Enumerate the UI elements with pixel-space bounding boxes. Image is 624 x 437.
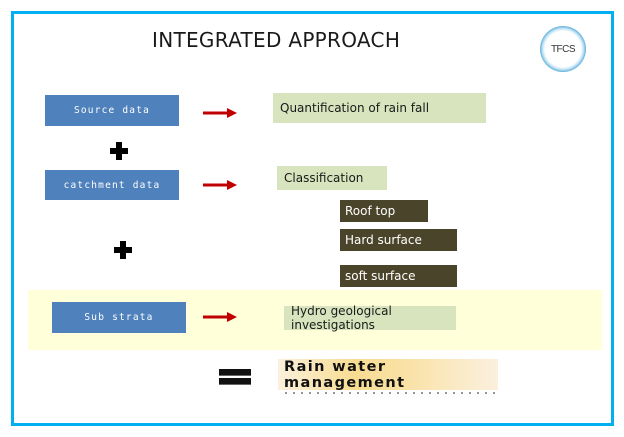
- equals-icon: [219, 369, 251, 385]
- result-box-rain-water-management: Rain water management: [278, 358, 498, 391]
- slide-frame: [11, 11, 614, 426]
- input-label: Sub strata: [84, 312, 154, 323]
- logo-text: TFCS: [550, 43, 576, 55]
- arrow-right-icon: [203, 312, 237, 322]
- class-label: Roof top: [345, 204, 396, 218]
- page-title: INTEGRATED APPROACH: [152, 28, 401, 52]
- input-box-catchment-data: catchment data: [45, 170, 179, 200]
- class-box-hard-surface: Hard surface: [340, 229, 457, 251]
- plus-icon: [110, 142, 128, 160]
- plus-icon: [114, 241, 132, 259]
- output-label: Hydro geological investigations: [291, 304, 392, 332]
- class-box-soft-surface: soft surface: [340, 265, 457, 287]
- arrow-right-icon: [203, 180, 237, 190]
- tfcs-logo-icon: TFCS: [540, 26, 586, 72]
- input-label: catchment data: [63, 179, 161, 191]
- dotted-underline: [282, 392, 498, 394]
- input-box-sub-strata: Sub strata: [52, 302, 186, 333]
- result-label: Rain water management: [284, 358, 406, 391]
- class-label: soft surface: [345, 269, 416, 283]
- output-box-quantification: Quantification of rain fall: [273, 93, 486, 123]
- output-label: Quantification of rain fall: [280, 101, 430, 115]
- output-box-hydro-geological: Hydro geological investigations: [284, 304, 456, 332]
- input-label: Source data: [73, 105, 151, 116]
- arrow-right-icon: [203, 108, 237, 118]
- output-box-classification: Classification: [277, 166, 387, 190]
- class-label: Hard surface: [345, 233, 422, 247]
- class-box-roof-top: Roof top: [340, 200, 428, 222]
- input-box-source-data: Source data: [45, 95, 179, 126]
- output-label: Classification: [284, 171, 364, 185]
